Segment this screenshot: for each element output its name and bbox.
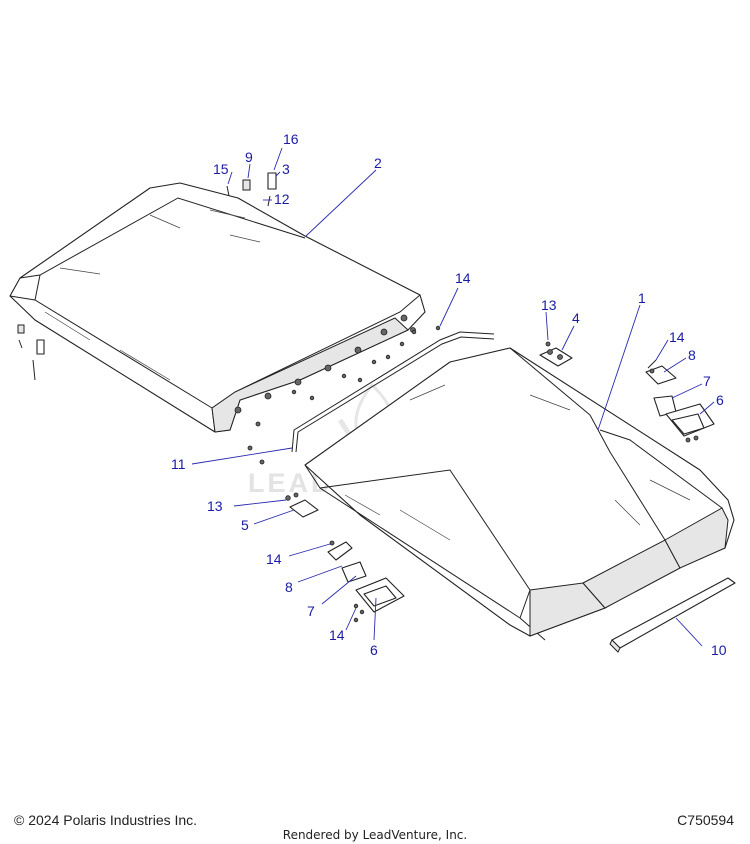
leader-lines (191, 147, 715, 647)
callout-3[interactable]: 3 (282, 161, 290, 177)
callout-6-b[interactable]: 6 (370, 642, 378, 658)
callout-7-b[interactable]: 7 (307, 603, 315, 619)
callout-14-c[interactable]: 14 (266, 551, 282, 567)
latch-assembly-lower[interactable] (327, 540, 405, 623)
callout-7-a[interactable]: 7 (703, 373, 711, 389)
diagram-code: C750594 (677, 812, 734, 828)
roof-panel-rear[interactable] (9, 182, 426, 433)
front-seal-strip[interactable] (609, 577, 736, 653)
callout-8-b[interactable]: 8 (285, 579, 293, 595)
copyright-text: © 2024 Polaris Industries Inc. (14, 812, 198, 828)
top-hardware (226, 172, 277, 207)
callout-4[interactable]: 4 (572, 310, 580, 326)
callouts: 16 15 9 3 12 2 14 13 4 1 14 8 7 6 11 13 … (171, 131, 727, 658)
callout-14-a[interactable]: 14 (455, 270, 471, 286)
callout-16[interactable]: 16 (283, 131, 299, 147)
callout-15[interactable]: 15 (213, 161, 229, 177)
callout-1[interactable]: 1 (638, 290, 646, 306)
callout-9[interactable]: 9 (245, 149, 253, 165)
callout-2[interactable]: 2 (374, 155, 382, 171)
callout-11[interactable]: 11 (171, 456, 186, 472)
callout-10[interactable]: 10 (711, 642, 727, 658)
callout-5[interactable]: 5 (241, 517, 249, 533)
callout-14-b[interactable]: 14 (669, 329, 685, 345)
callout-13-b[interactable]: 13 (207, 498, 223, 514)
callout-12[interactable]: 12 (274, 191, 290, 207)
rendered-by-text: Rendered by LeadVenture, Inc. (282, 828, 468, 842)
callout-8-a[interactable]: 8 (688, 347, 696, 363)
bracket-4-upper[interactable] (539, 341, 573, 367)
callout-6-a[interactable]: 6 (716, 392, 724, 408)
rear-panel-hardware (17, 324, 441, 465)
callout-14-d[interactable]: 14 (329, 627, 345, 643)
bracket-5-lower[interactable] (285, 492, 319, 518)
roof-panel-front[interactable] (304, 347, 735, 641)
callout-13-a[interactable]: 13 (541, 297, 557, 313)
seal-strip[interactable] (291, 331, 495, 453)
